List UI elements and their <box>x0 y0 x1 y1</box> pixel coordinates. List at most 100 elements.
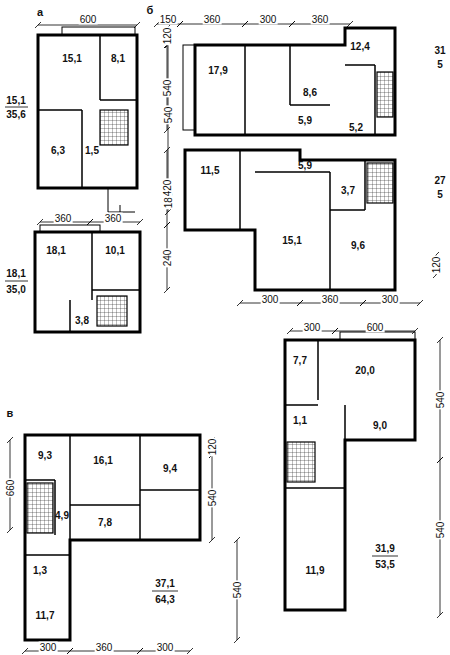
room-area: 16,1 <box>93 455 112 466</box>
room-area: 15,1 <box>6 95 25 106</box>
dimension-line <box>234 537 240 543</box>
room-area: 3,7 <box>341 185 355 196</box>
dimension-line <box>164 287 170 293</box>
dimension-line <box>417 300 423 306</box>
dimension-line <box>137 219 143 225</box>
dimension-line <box>234 637 240 643</box>
dimension-line <box>137 648 143 654</box>
room-area: 17,9 <box>208 65 227 76</box>
dimension-line <box>437 337 443 343</box>
room-area: 11,7 <box>36 610 55 621</box>
dimension-label: 120 <box>207 438 218 457</box>
dimension-line <box>437 457 443 463</box>
dimension-line <box>347 21 353 27</box>
dimension-label: 420 <box>162 179 173 198</box>
room-area: 15,1 <box>282 235 301 246</box>
dimension-line <box>134 22 140 28</box>
room-area: 18,1 <box>46 245 65 256</box>
room-area: 7,8 <box>98 517 112 528</box>
room-area: 27 <box>434 175 445 186</box>
room-area: 5,9 <box>298 160 312 171</box>
panel-letter: а <box>37 7 43 18</box>
dimension-line <box>67 648 73 654</box>
dimension-label: 540 <box>163 106 174 125</box>
room-area: 53,5 <box>375 559 394 570</box>
dimension-label: 300 <box>259 14 278 25</box>
dimension-line <box>165 209 171 215</box>
dimension-label: 300 <box>303 322 322 333</box>
dimension-label: 240 <box>162 249 173 268</box>
dimension-label: 360 <box>54 213 73 224</box>
room-area: 9,4 <box>163 463 177 474</box>
dimension-line <box>297 300 303 306</box>
dimension-line <box>360 300 366 306</box>
room-area: 35,6 <box>6 109 25 120</box>
dimension-line <box>164 127 170 133</box>
dimension-line <box>7 527 13 533</box>
room-area: 1,3 <box>33 565 47 576</box>
dimension-label: 360 <box>95 642 114 653</box>
room-area: 5 <box>437 189 443 200</box>
dimension-line <box>372 556 398 557</box>
room-area: 12,4 <box>350 41 369 52</box>
dimension-label: 600 <box>79 14 98 25</box>
room-area: 7,7 <box>293 355 307 366</box>
dimension-line <box>164 222 170 228</box>
dimension-line <box>5 107 28 108</box>
dimension-line <box>164 147 170 153</box>
dimension-line <box>237 300 243 306</box>
room-area: 8,1 <box>111 53 125 64</box>
room-area: 15,1 <box>62 53 81 64</box>
dimension-line <box>209 537 215 543</box>
room-area: 31,9 <box>375 543 394 554</box>
room-area: 4,9 <box>55 510 69 521</box>
dimension-line <box>152 591 178 592</box>
room-area: 35,0 <box>6 284 25 295</box>
dimension-label: 300 <box>381 294 400 305</box>
dimension-label: 540 <box>207 489 218 508</box>
dimension-label: 300 <box>39 642 58 653</box>
dimension-label: 360 <box>203 14 222 25</box>
dimension-label: 360 <box>321 294 340 305</box>
dimension-line <box>177 21 183 27</box>
room-area: 64,3 <box>155 594 174 605</box>
dimension-line <box>187 648 193 654</box>
dimension-label: 540 <box>435 391 446 410</box>
dimension-label: 360 <box>104 213 123 224</box>
dimension-line <box>5 281 28 282</box>
dimension-line <box>289 21 295 27</box>
dimension-line <box>35 22 41 28</box>
dimension-label: 540 <box>435 521 446 540</box>
room-area: 18,1 <box>6 268 25 279</box>
dimension-line <box>332 328 338 334</box>
dimension-line <box>287 328 293 334</box>
room-area: 3,8 <box>75 315 89 326</box>
dimension-line <box>7 437 13 443</box>
dimension-line <box>37 219 43 225</box>
room-area: 6,3 <box>51 145 65 156</box>
room-area: 9,3 <box>38 450 52 461</box>
dimension-line <box>87 219 93 225</box>
dimension-line <box>38 25 137 26</box>
panel-letter: в <box>7 408 14 419</box>
room-area: 31 <box>434 45 445 56</box>
dimension-label: 360 <box>311 14 330 25</box>
dimension-line <box>242 21 248 27</box>
room-area: 20,0 <box>355 365 374 376</box>
dimension-label: 120 <box>431 256 442 275</box>
dimension-label: 150 <box>159 14 178 25</box>
dimension-label: 300 <box>261 294 280 305</box>
dimension-label: 600 <box>366 322 385 333</box>
room-area: 8,6 <box>303 87 317 98</box>
dimension-line <box>437 612 443 618</box>
room-area: 37,1 <box>155 578 174 589</box>
room-area: 1,1 <box>293 415 307 426</box>
panel-letter: б <box>147 5 154 16</box>
room-area: 11,9 <box>306 565 325 576</box>
room-area: 10,1 <box>105 245 124 256</box>
dimension-label: 660 <box>5 479 16 498</box>
room-area: 5,9 <box>298 115 312 126</box>
room-area: 9,6 <box>351 240 365 251</box>
dimension-label: 540 <box>162 79 173 98</box>
room-area: 5 <box>437 59 443 70</box>
